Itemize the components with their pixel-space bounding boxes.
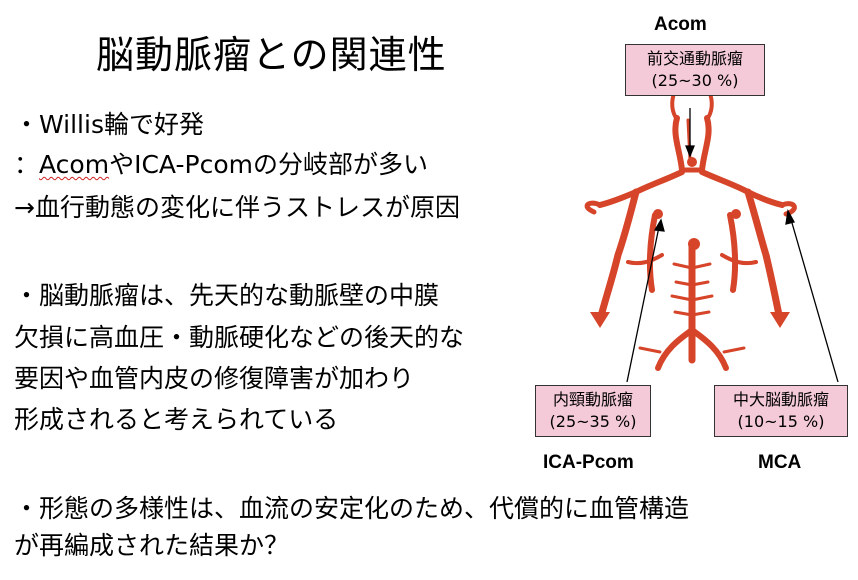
mca-label: MCA bbox=[758, 452, 802, 473]
acom-aneurysm-percent: (25~30 %) bbox=[651, 71, 739, 90]
ica-pcom-label: ICA-Pcom bbox=[543, 452, 634, 473]
bullet-1-line-2: ：AcomやICA-Pcomの分岐部が多い bbox=[14, 150, 428, 180]
bullet-3-line-2: が再編成された結果か？ bbox=[14, 531, 290, 560]
mca-aneurysm-name: 中大脳動脈瘤 bbox=[732, 390, 829, 409]
acom-label: Acom bbox=[654, 14, 707, 35]
ica-pcom-term: ICA-Pcom bbox=[134, 150, 253, 179]
pointer-lines bbox=[626, 108, 839, 383]
vessel-arrowheads bbox=[590, 312, 790, 328]
mca-callout: 中大脳動脈瘤 (10~15 %) bbox=[714, 385, 848, 437]
mca-aneurysm-percent: (10~15 %) bbox=[737, 412, 825, 431]
text-segment: ： bbox=[14, 150, 40, 179]
text-segment: や bbox=[109, 150, 135, 179]
bullet-2-line-1: ・脳動脈瘤は、先天的な動脈壁の中膜 bbox=[14, 281, 440, 310]
acom-aneurysm-name: 前交通動脈瘤 bbox=[646, 49, 743, 68]
bullet-2-line-3: 要因や血管内皮の修復障害が加わり bbox=[14, 364, 415, 393]
slide-title: 脳動脈瘤との関連性 bbox=[96, 33, 447, 77]
bullet-2-line-2: 欠損に高血圧・動脈硬化などの後天的な bbox=[14, 323, 465, 352]
bullet-1-line-1: ・Willis輪で好発 bbox=[14, 110, 204, 139]
acom-term: Acom bbox=[39, 150, 110, 179]
ica-callout: 内頸動脈瘤 (25~35 %) bbox=[535, 385, 651, 437]
bullet-3-line-1: ・形態の多様性は、血流の安定化のため、代償的に血管構造 bbox=[14, 494, 690, 523]
bullet-1-line-3: →血行動態の変化に伴うストレスが原因 bbox=[14, 193, 460, 222]
acom-callout: 前交通動脈瘤 (25~30 %) bbox=[625, 44, 765, 96]
ica-aneurysm-name: 内頸動脈瘤 bbox=[552, 390, 633, 409]
aneurysm-markers bbox=[653, 157, 741, 250]
ica-aneurysm-percent: (25~35 %) bbox=[549, 412, 637, 431]
text-segment: の分岐部が多い bbox=[252, 150, 428, 179]
bullet-2-line-4: 形成されると考えられている bbox=[14, 405, 339, 434]
artery-network bbox=[584, 88, 797, 371]
